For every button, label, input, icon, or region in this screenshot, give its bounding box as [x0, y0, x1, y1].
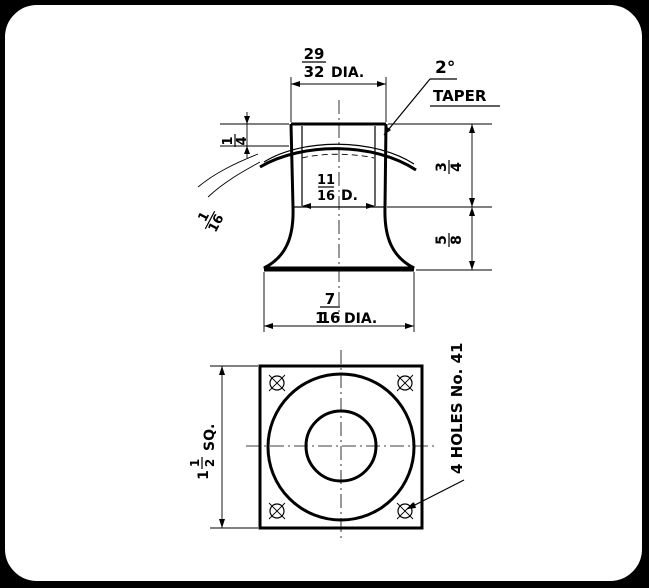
drawing-frame: 29 32 DIA. 2° TAPER 1 4 3	[3, 3, 644, 583]
taper-leader	[383, 78, 431, 136]
bottom-dia-den: 16	[320, 309, 341, 327]
arrow	[291, 81, 300, 87]
taper-word: TAPER	[433, 87, 487, 105]
wire-lower	[263, 143, 415, 165]
bore-num: 11	[317, 173, 335, 188]
hole	[396, 374, 414, 392]
technical-drawing: 29 32 DIA. 2° TAPER 1 4 3	[188, 45, 500, 542]
bore-den: 16	[317, 189, 335, 204]
square-whole: 1	[196, 470, 212, 480]
holes-leader	[406, 479, 465, 510]
arrow	[407, 502, 416, 509]
arrow	[244, 116, 250, 124]
arrow	[405, 323, 414, 329]
arrow	[366, 203, 375, 209]
arrow	[219, 519, 225, 528]
square-num: 1	[188, 459, 202, 467]
hole	[268, 374, 286, 392]
wall-dim-line	[207, 161, 261, 198]
bottom-dia-unit: DIA.	[344, 311, 377, 327]
arrow	[469, 261, 475, 270]
left-num: 1	[221, 136, 236, 145]
top-dia-num: 29	[304, 45, 325, 63]
wire-hidden	[301, 147, 375, 153]
arrow	[384, 126, 391, 135]
fraction-bar	[204, 210, 216, 230]
square-unit: SQ.	[202, 424, 218, 451]
holes-note: 4 HOLES No. 41	[448, 343, 466, 474]
bottom-dia-whole: 1	[315, 309, 325, 327]
arrow	[219, 366, 225, 375]
right-upper-den: 4	[449, 162, 465, 172]
right-lower-num: 5	[434, 235, 450, 245]
wire-hidden-2	[301, 153, 375, 159]
elevation-view: 29 32 DIA. 2° TAPER 1 4 3	[196, 45, 500, 332]
arrow	[469, 198, 475, 207]
hole	[268, 502, 286, 520]
arrow	[244, 146, 250, 154]
arrow	[469, 207, 475, 216]
body-outline	[263, 123, 415, 270]
left-den: 4	[235, 136, 250, 145]
right-upper-num: 3	[434, 162, 450, 172]
bottom-dia-num: 7	[325, 290, 335, 308]
plan-view: 1 1 2 SQ. 4 HOLES No. 41	[188, 343, 466, 542]
bore-unit: D.	[341, 188, 358, 204]
top-dia-unit: DIA.	[331, 65, 364, 81]
arrow	[264, 323, 273, 329]
wall-dim-line-2	[197, 153, 259, 188]
arrow	[302, 203, 311, 209]
arrow	[377, 81, 386, 87]
taper-angle: 2°	[435, 58, 455, 78]
top-dia-den: 32	[304, 63, 325, 81]
right-lower-den: 8	[449, 235, 465, 245]
square-den: 2	[203, 459, 217, 467]
arrow	[469, 124, 475, 133]
wire-upper	[259, 147, 417, 172]
